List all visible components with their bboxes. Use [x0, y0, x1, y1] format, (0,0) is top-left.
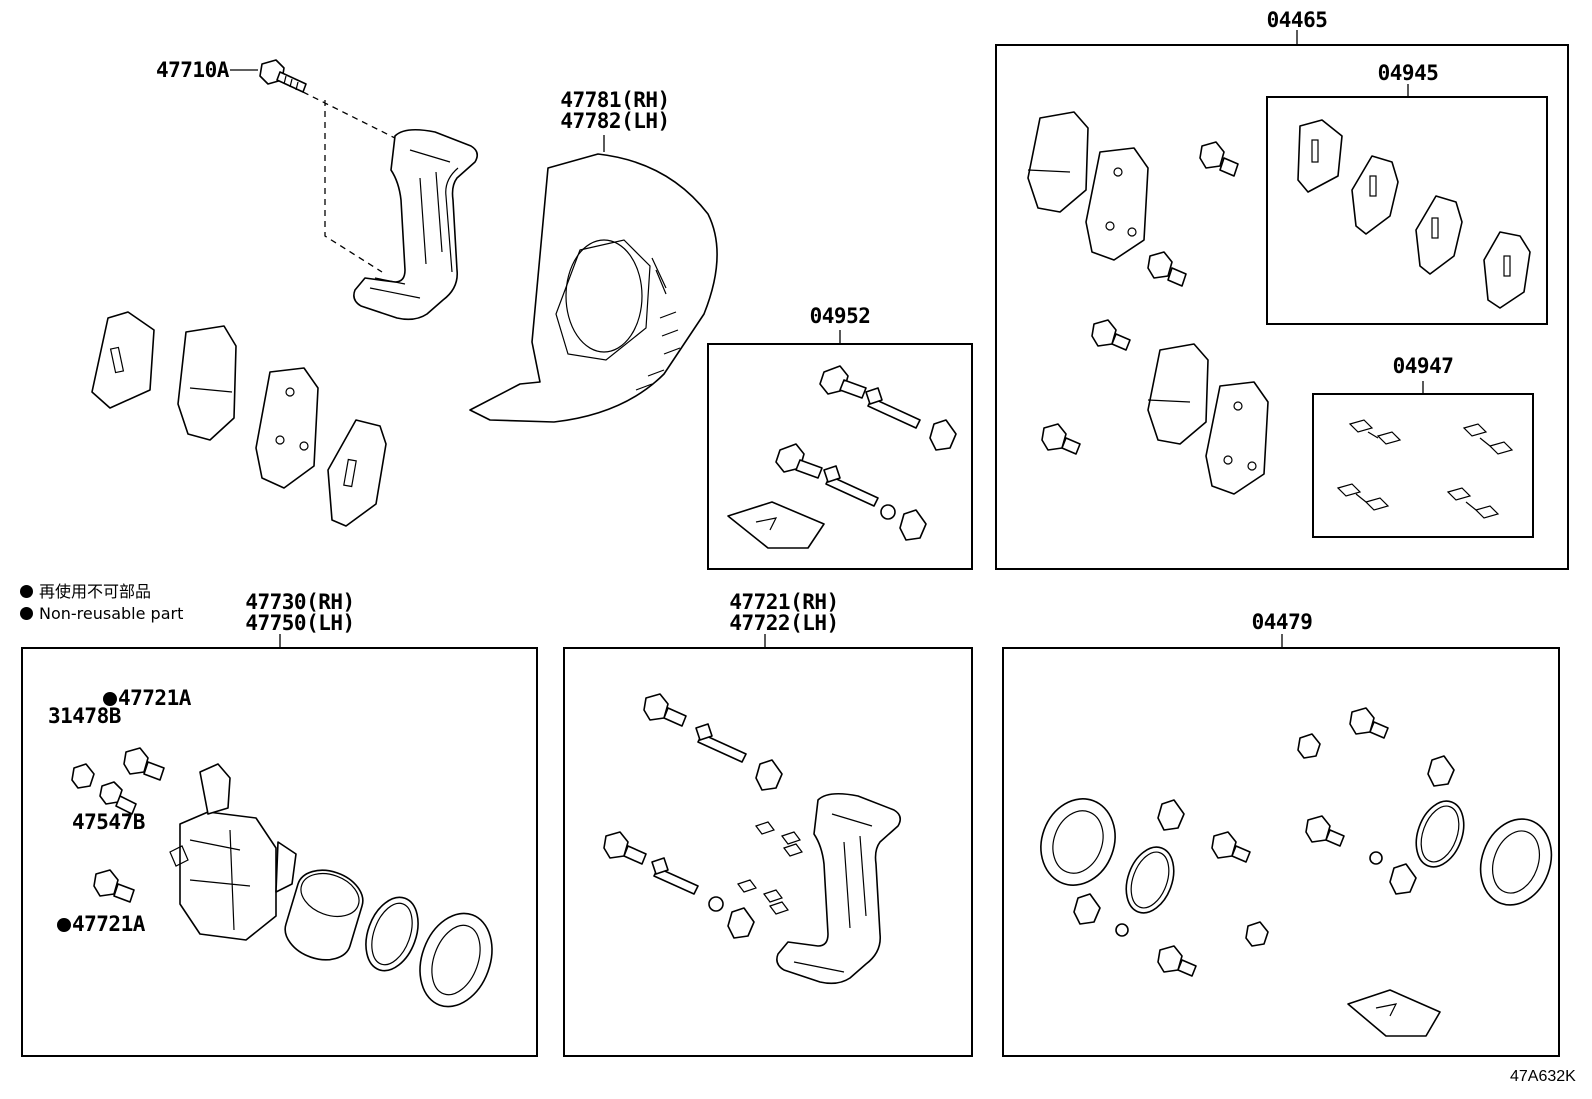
- box-04479: [1002, 647, 1560, 1057]
- support-plate-kit-drawing: [1336, 419, 1514, 519]
- dust-cover-drawing: [469, 153, 718, 423]
- label-slide-pin-kit: 04952: [809, 304, 871, 328]
- label-dust-cover-rh: 47781(RH): [560, 88, 670, 112]
- shim-kit-drawing: [1297, 119, 1531, 309]
- box-47721: [563, 647, 973, 1057]
- label-bleeder-plug: 31478B: [48, 704, 121, 728]
- label-cylinder-kit: 04479: [1251, 610, 1313, 634]
- box-04465: [995, 44, 1569, 570]
- non-reusable-dot-icon: [57, 918, 71, 932]
- slide-pin-kit-drawing: [727, 365, 957, 549]
- label-shim-kit: 04945: [1377, 61, 1439, 85]
- label-mounting-lh: 47722(LH): [729, 611, 839, 635]
- label-bolt-upper: 47721A: [103, 688, 191, 709]
- label-caliper-lh: 47750(LH): [245, 611, 355, 635]
- label-pad-kit: 04465: [1266, 8, 1328, 32]
- legend: 再使用不可部品 Non-reusable part: [20, 581, 183, 625]
- label-bolt-lower: 47721A: [57, 914, 145, 935]
- cylinder-kit-drawing: [1040, 707, 1553, 1037]
- caliper-kit-drawing: [71, 747, 493, 1008]
- label-mounting-rh: 47721(RH): [729, 590, 839, 614]
- legend-row-jp: 再使用不可部品: [20, 581, 183, 603]
- non-reusable-dot-icon: [20, 585, 33, 598]
- box-04945: [1266, 96, 1548, 325]
- non-reusable-dot-icon: [103, 692, 117, 706]
- figure-reference: 47A632K: [1510, 1068, 1576, 1085]
- label-bleeder-cap: 47547B: [72, 810, 145, 834]
- legend-row-en: Non-reusable part: [20, 603, 183, 625]
- caliper-bracket-drawing: [353, 128, 479, 321]
- label-bracket-bolt: 47710A: [156, 58, 229, 82]
- mounting-kit-drawing: [603, 693, 902, 985]
- non-reusable-dot-icon: [20, 607, 33, 620]
- pad-set-left: [91, 311, 387, 527]
- label-dust-cover-lh: 47782(LH): [560, 109, 670, 133]
- box-04947: [1312, 393, 1534, 538]
- label-support-plate-kit: 04947: [1392, 354, 1454, 378]
- pad-kit-drawing: [1027, 111, 1269, 495]
- label-caliper-rh: 47730(RH): [245, 590, 355, 614]
- bracket-bolt-drawing: [259, 59, 307, 93]
